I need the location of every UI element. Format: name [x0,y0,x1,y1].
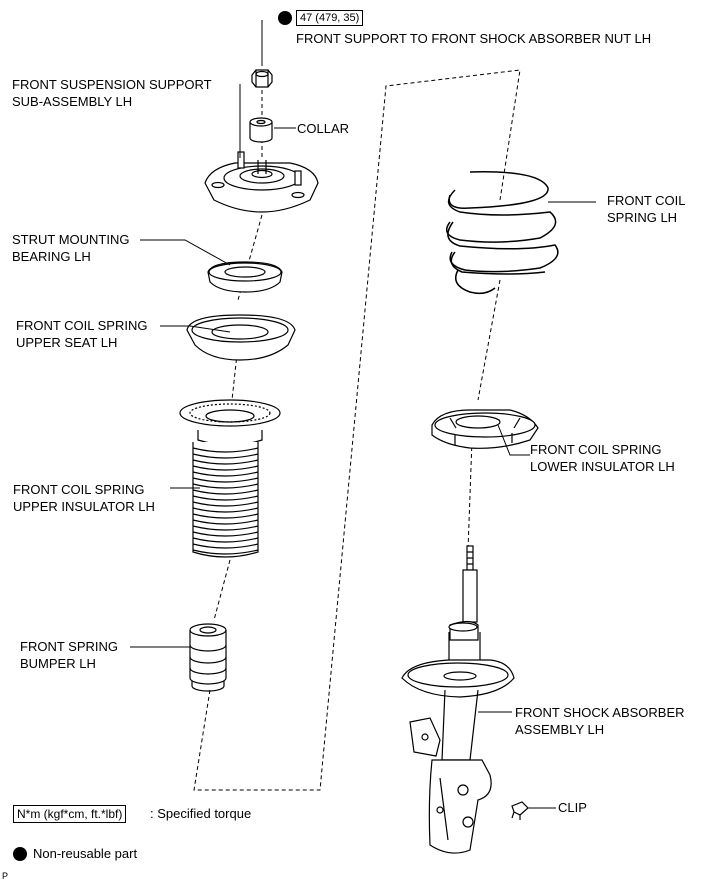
label-collar: COLLAR [297,121,350,136]
corner-mark: P [2,871,9,881]
label-strut-mounting-bearing-line1: STRUT MOUNTING [12,232,130,247]
collar-part [249,117,273,143]
label-lower-insulator-line1: FRONT COIL SPRING [530,442,662,457]
label-clip: CLIP [558,800,587,815]
label-front-suspension-support-line1: FRONT SUSPENSION SUPPORT [12,77,212,92]
label-shock-absorber-line1: FRONT SHOCK ABSORBER [515,705,685,720]
shock-absorber-part [401,545,515,854]
non-reusable-marker-icon [278,11,292,25]
torque-value-box: 47 (479, 35) [296,10,364,26]
clip-part [511,801,529,820]
label-upper-insulator-line2: UPPER INSULATOR LH [13,499,155,514]
suspension-support-part [204,151,319,213]
insulator-bellows [192,442,259,558]
legend-non-reusable-icon [13,847,27,861]
legend-torque-desc: : Specified torque [150,806,252,821]
bearing-part [207,261,283,293]
legend-non-reusable-label: Non-reusable part [33,846,138,861]
upper-seat-part [186,314,296,361]
label-front-support-nut: FRONT SUPPORT TO FRONT SHOCK ABSORBER NU… [296,31,652,46]
legend-torque-box: N*m (kgf*cm, ft.*lbf) [13,805,127,823]
label-front-suspension-support-line2: SUB-ASSEMBLY LH [12,94,133,109]
label-strut-mounting-bearing-line2: BEARING LH [12,249,91,264]
label-upper-insulator-line1: FRONT COIL SPRING [13,482,145,497]
label-coil-spring-line2: SPRING LH [607,210,678,225]
label-lower-insulator-line2: LOWER INSULATOR LH [530,459,675,474]
label-spring-bumper-line2: BUMPER LH [20,656,96,671]
upper-insulator-part [179,399,281,558]
label-shock-absorber-line2: ASSEMBLY LH [515,722,605,737]
label-spring-bumper-line1: FRONT SPRING [20,639,118,654]
coil-spring-part [445,171,559,295]
lower-insulator-part [431,409,539,449]
spring-bumper-part [189,623,227,692]
label-upper-seat-line2: UPPER SEAT LH [16,335,118,350]
nut-part [251,69,273,88]
label-upper-seat-line1: FRONT COIL SPRING [16,318,148,333]
label-coil-spring-line1: FRONT COIL [607,193,686,208]
leader-lines [130,20,596,809]
